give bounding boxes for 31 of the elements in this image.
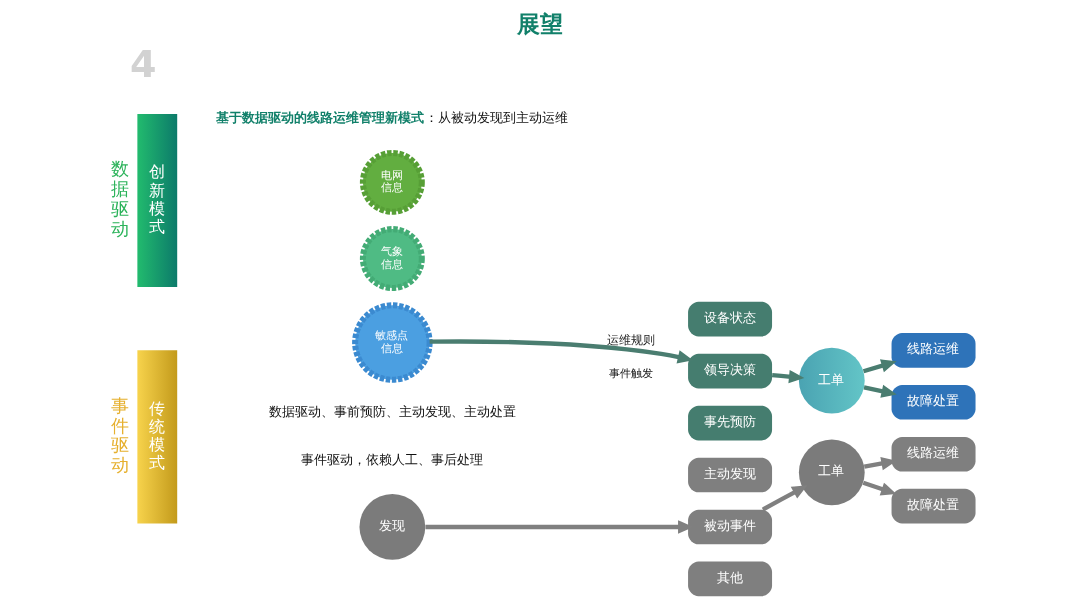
node-box: 被动事件 bbox=[688, 509, 773, 545]
node-box: 主动发现 bbox=[688, 457, 773, 493]
node-box: 线路运维 bbox=[891, 436, 976, 472]
node-label: 数据驱动 bbox=[111, 158, 130, 239]
node-circle: 工单 bbox=[798, 439, 865, 506]
arrow bbox=[772, 369, 805, 384]
label: 数据驱动、事前预防、主动发现、主动处置 bbox=[268, 403, 516, 419]
node-circle: 敏感点信息 bbox=[352, 302, 433, 383]
node-circle: 工单 bbox=[798, 347, 865, 414]
node-box: 故障处置 bbox=[891, 488, 976, 524]
label: 事件驱动，依赖人工、事后处理 bbox=[301, 452, 484, 468]
node-circle: 发现 bbox=[359, 494, 426, 560]
node-box: 其他 bbox=[688, 561, 773, 597]
arrow bbox=[862, 480, 897, 496]
node-box: 线路运维 bbox=[891, 333, 976, 368]
label: 基于数据驱动的线路运维管理新模式：从被动发现到主动运维 bbox=[216, 110, 568, 126]
node-box: 设备状态 bbox=[688, 301, 773, 337]
node-label: 事件驱动 bbox=[111, 394, 130, 476]
node-box: 故障处置 bbox=[891, 384, 976, 420]
label: 事件触发 bbox=[609, 366, 654, 380]
node-circle: 电网信息 bbox=[359, 149, 425, 215]
node-box: 事先预防 bbox=[688, 405, 773, 441]
diagram-title: 展望 bbox=[517, 11, 564, 38]
edge-label: 运维规则 bbox=[606, 333, 655, 348]
arrow bbox=[429, 339, 694, 364]
node-box: 传统模式 bbox=[137, 350, 178, 524]
node-box: 领导决策 bbox=[688, 353, 773, 389]
node-circle: 气象信息 bbox=[359, 226, 425, 291]
arrow bbox=[862, 359, 897, 374]
arrow bbox=[863, 384, 897, 398]
node-box: 创新模式 bbox=[137, 113, 178, 288]
